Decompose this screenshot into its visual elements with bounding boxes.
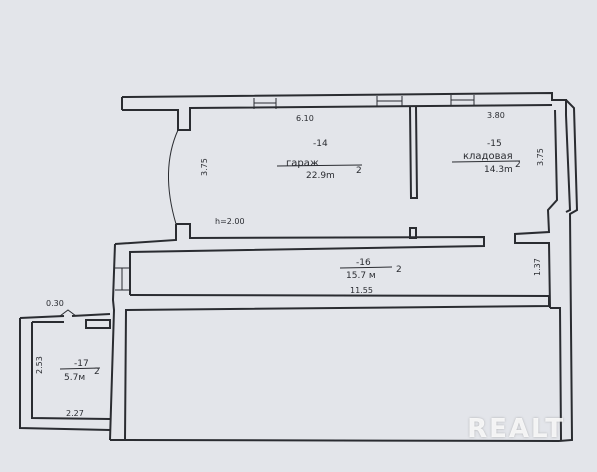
right-inner-wall — [514, 109, 559, 309]
room-17-number: -17 — [74, 359, 89, 369]
garage-storage-partition — [409, 106, 419, 199]
room-15-area-sup: 2 — [515, 160, 521, 170]
room-14-number: -14 — [313, 139, 328, 149]
annex-inner — [31, 322, 111, 420]
bottom-wall — [110, 439, 560, 442]
dim-annex-width: 2.27 — [66, 409, 84, 418]
room-17-area-sup: 2 — [94, 367, 100, 377]
walls — [109, 91, 579, 442]
corridor-bottom-wall — [124, 294, 550, 441]
room-15-number: -15 — [487, 139, 502, 149]
window-1 — [253, 98, 277, 109]
dim-left-height: 3.75 — [200, 158, 209, 176]
top-wall-inner — [122, 104, 553, 131]
dimension-labels: 6.10 3.80 3.75 3.75 h=2.00 1.37 11.55 0.… — [35, 111, 545, 418]
annex-top-wall — [19, 313, 111, 319]
room-16-number: -16 — [356, 258, 371, 268]
window-2 — [376, 96, 403, 107]
dim-annex-height: 2.53 — [35, 356, 44, 374]
dim-corridor-length: 11.55 — [350, 286, 373, 295]
annex-outer — [19, 318, 111, 431]
big-room-right-wall — [550, 307, 562, 441]
corridor-left — [109, 243, 116, 441]
window-3 — [450, 95, 475, 106]
dim-corridor-height: 1.37 — [533, 258, 542, 276]
corridor-top-wall — [129, 223, 485, 295]
dim-top-left: 6.10 — [296, 114, 314, 123]
corridor-outer-left — [114, 224, 177, 245]
room-14-area-sup: 2 — [356, 166, 362, 176]
dim-top-right: 3.80 — [487, 111, 505, 120]
realt-watermark: REALT — [467, 414, 565, 444]
room-17-label: -17 5.7м 2 — [59, 359, 101, 383]
room-16-label: -16 15.7 м 2 — [339, 258, 402, 281]
room-15-label: -15 кладовая 14.3m 2 — [451, 139, 521, 175]
top-wall — [121, 91, 572, 213]
annex-walls — [19, 309, 111, 431]
room-14-area: 22.9m — [306, 171, 335, 181]
room-17-area: 5.7м — [64, 373, 85, 383]
right-outer-wall — [558, 99, 579, 442]
room-14-name: гараж — [286, 158, 319, 169]
room-14-label: -14 гараж 22.9m 2 — [276, 139, 363, 181]
door-arc — [168, 129, 179, 225]
room-16-area: 15.7 м — [346, 271, 376, 281]
dim-annex-top: 0.30 — [46, 299, 64, 308]
dim-right-height: 3.75 — [536, 148, 545, 166]
annex-top-inner — [32, 319, 111, 329]
window-4 — [115, 267, 130, 291]
annex-door-gap — [59, 309, 77, 317]
dim-ceiling: h=2.00 — [215, 217, 245, 226]
room-16-area-sup: 2 — [396, 265, 402, 275]
room-15-area: 14.3m — [484, 165, 513, 175]
room-15-name: кладовая — [463, 151, 513, 162]
